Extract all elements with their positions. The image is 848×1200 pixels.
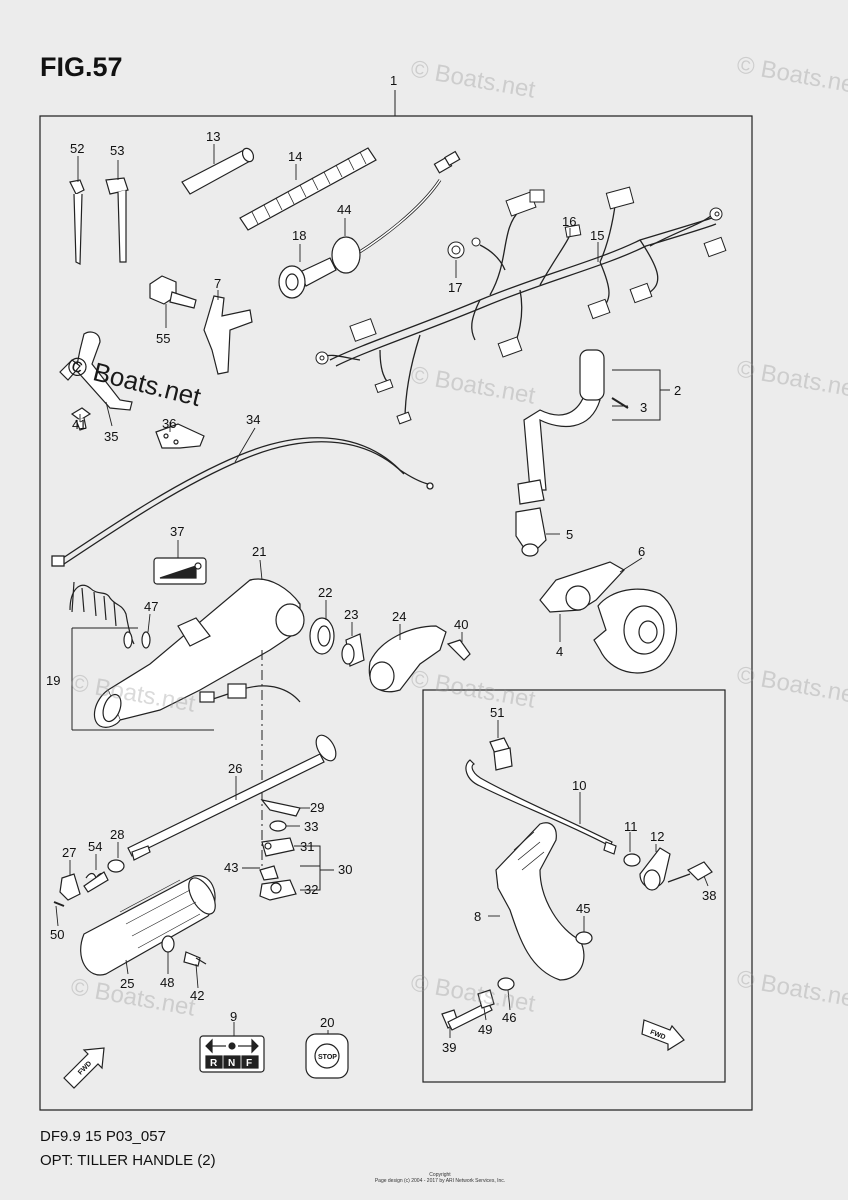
bracket-7-part [203,295,253,375]
part-label-54: 54 [88,839,102,854]
bracket-35-part [59,331,133,431]
part-label-4: 4 [556,644,563,659]
part-label-53: 53 [110,143,124,158]
tiller-handle-part [93,578,305,728]
part-label-11: 11 [624,819,638,834]
bolt-55-part [149,275,197,309]
part-label-10: 10 [572,778,586,793]
part-label-13: 13 [206,129,220,144]
inset-frame [422,689,726,1083]
stop-switch-part [278,150,461,299]
collar-parts [309,617,471,693]
part-label-8: 8 [474,909,481,924]
part-label-30: 30 [338,862,352,877]
stop-decal-text: STOP [318,1054,337,1061]
part-label-9: 9 [230,1009,237,1024]
part-label-55: 55 [156,331,170,346]
part-label-34: 34 [246,412,260,427]
part-label-23: 23 [344,607,358,622]
part-label-31: 31 [300,839,314,854]
part-label-51: 51 [490,705,504,720]
bracket-2-3 [612,369,670,421]
part-label-36: 36 [162,416,176,431]
gear-decal-n: N [228,1058,235,1069]
part-label-25: 25 [120,976,134,991]
part-label-37: 37 [170,524,184,539]
gear-decal-r: R [210,1058,218,1069]
part-label-46: 46 [502,1010,516,1025]
part-label-28: 28 [110,827,124,842]
part-label-1: 1 [390,73,397,88]
spiral-tube-part [239,147,377,231]
part-label-16: 16 [562,214,576,229]
part-label-21: 21 [252,544,266,559]
throttle-shaft-26-part [127,734,337,861]
footer-option: OPT: TILLER HANDLE (2) [40,1152,216,1169]
part-label-26: 26 [228,761,242,776]
spring-19-part [69,581,151,649]
throttle-shaft-part [515,349,678,674]
part-label-40: 40 [454,617,468,632]
part-label-5: 5 [566,527,573,542]
part-label-6: 6 [638,544,645,559]
decal-37-part [153,557,207,585]
stop-decal-20 [305,1033,349,1079]
part-label-2: 2 [674,383,681,398]
fwd-arrow-right-icon [641,1019,685,1052]
part-label-52: 52 [70,141,84,156]
part-label-18: 18 [292,228,306,243]
part-label-48: 48 [160,975,174,990]
part-label-24: 24 [392,609,406,624]
part-label-43: 43 [224,860,238,875]
part-label-15: 15 [590,228,604,243]
copyright-notice: Copyright Page design (c) 2004 - 2017 by… [340,1172,540,1184]
twist-grip-small-parts [53,859,125,907]
gear-decal-9 [199,1035,265,1073]
part-label-27: 27 [62,845,76,860]
part-label-44: 44 [337,202,351,217]
part-label-20: 20 [320,1015,334,1030]
part-label-35: 35 [104,429,118,444]
friction-parts [259,799,301,901]
part-label-32: 32 [304,882,318,897]
bracket-19 [72,627,214,731]
leader-lines [55,144,709,1038]
part-label-7: 7 [214,276,221,291]
part-label-19: 19 [46,673,60,688]
throttle-cable-part [51,437,434,567]
part-label-29: 29 [310,800,324,815]
copyright-line2: Page design (c) 2004 - 2017 by ARI Netwo… [374,1178,506,1184]
figure-title: FIG.57 [40,52,123,82]
part-label-17: 17 [448,280,462,295]
part-label-38: 38 [702,888,716,903]
screw-parts [161,935,207,967]
part-label-33: 33 [304,819,318,834]
part-label-12: 12 [650,829,664,844]
twist-grip-part [80,875,216,976]
part-label-22: 22 [318,585,332,600]
part-label-50: 50 [50,927,64,942]
part-label-41: 41 [72,417,86,432]
sleeve-part [181,147,255,195]
fwd-arrow-left-icon [63,1047,105,1089]
part-label-3: 3 [640,400,647,415]
grommet-36-part [155,423,205,449]
part-label-42: 42 [190,988,204,1003]
gear-decal-f: F [246,1058,252,1069]
clamp-part [105,177,129,263]
harness-connectors [315,186,727,425]
copyright-line1: Copyright [429,1172,451,1178]
part-label-45: 45 [576,901,590,916]
part-label-49: 49 [478,1022,492,1037]
outer-frame [39,115,753,1111]
cable-tie-part [69,179,85,265]
part-label-39: 39 [442,1040,456,1055]
part-label-14: 14 [288,149,302,164]
bracket-31-30 [294,845,334,891]
footer-model: DF9.9 15 P03_057 [40,1128,166,1145]
wire-21 [199,683,301,703]
part-label-47: 47 [144,599,158,614]
